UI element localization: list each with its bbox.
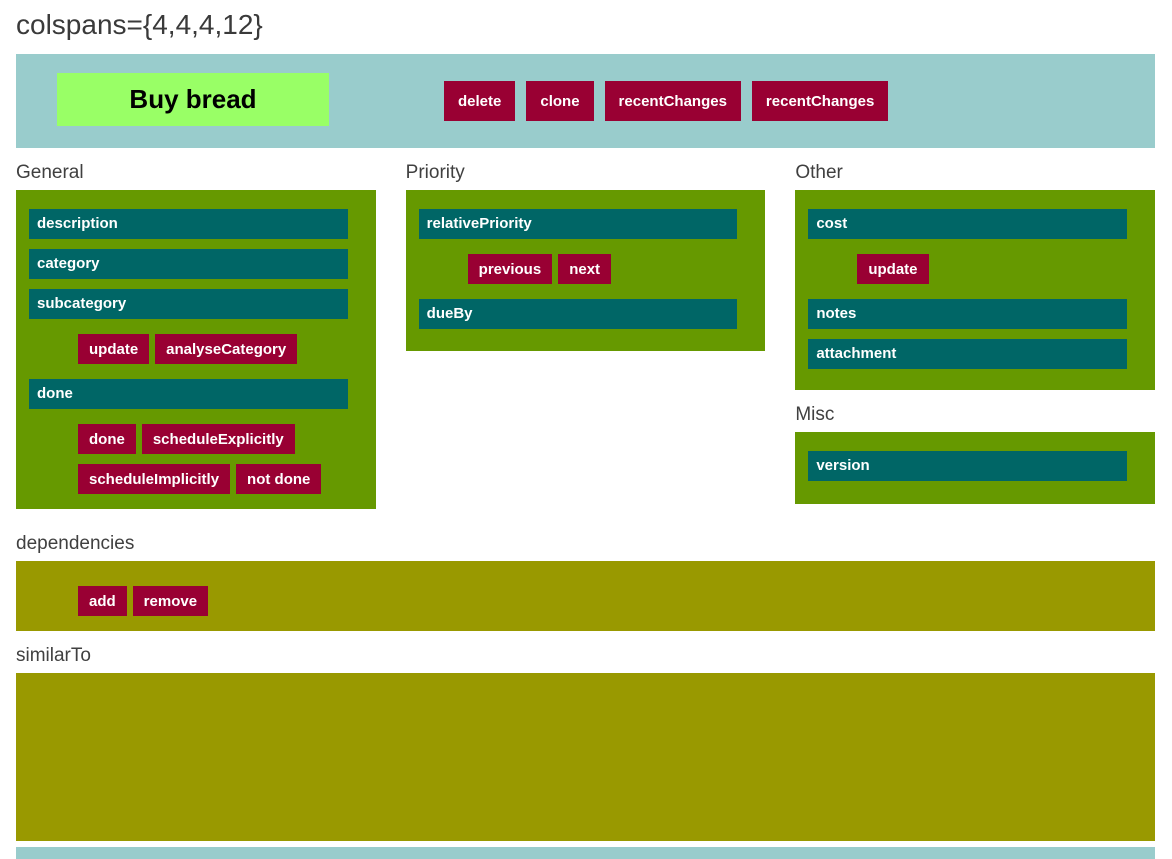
misc-label: Misc xyxy=(795,404,835,425)
dependencies-section: dependencies add remove xyxy=(16,534,1155,631)
next-button[interactable]: next xyxy=(558,254,612,284)
done-button-row: done scheduleExplicitly xyxy=(78,424,348,454)
recent-changes-button-2[interactable]: recentChanges xyxy=(751,81,889,121)
dependencies-panel: add remove xyxy=(16,561,1155,631)
recent-changes-button[interactable]: recentChanges xyxy=(604,81,741,121)
schedule-button-row: scheduleImplicitly not done xyxy=(78,464,348,494)
clone-button[interactable]: clone xyxy=(526,81,594,121)
delete-button[interactable]: delete xyxy=(444,81,516,121)
other-panel: cost update notes attachment xyxy=(795,190,1156,390)
next-section-header-strip xyxy=(16,847,1155,859)
update-button[interactable]: update xyxy=(78,334,150,364)
field-attachment[interactable]: attachment xyxy=(808,339,1128,369)
task-name-label: Buy bread xyxy=(129,84,257,114)
field-relative-priority[interactable]: relativePriority xyxy=(418,209,738,239)
similar-to-label: similarTo xyxy=(16,645,91,666)
column-priority: Priority relativePriority previous next … xyxy=(405,148,766,351)
task-name-box: Buy bread xyxy=(57,73,329,126)
add-button[interactable]: add xyxy=(78,586,127,616)
schedule-implicitly-button[interactable]: scheduleImplicitly xyxy=(78,464,231,494)
previous-button[interactable]: previous xyxy=(467,254,553,284)
misc-panel: version xyxy=(795,432,1156,504)
cost-button-row: update xyxy=(857,254,1127,284)
field-due-by[interactable]: dueBy xyxy=(418,299,738,329)
dependencies-label: dependencies xyxy=(16,533,135,554)
analyse-category-button[interactable]: analyseCategory xyxy=(155,334,298,364)
similar-to-panel xyxy=(16,673,1155,841)
priority-button-row: previous next xyxy=(467,254,738,284)
category-button-row: update analyseCategory xyxy=(78,334,348,364)
columns-row: General description category subcategory… xyxy=(16,148,1156,509)
field-done[interactable]: done xyxy=(29,379,348,409)
column-other: Other cost update notes attachment Misc … xyxy=(795,148,1156,504)
header-buttons: delete clone recentChanges recentChanges xyxy=(444,81,889,121)
schedule-explicitly-button[interactable]: scheduleExplicitly xyxy=(141,424,295,454)
field-notes[interactable]: notes xyxy=(808,299,1128,329)
field-description[interactable]: description xyxy=(29,209,348,239)
not-done-button[interactable]: not done xyxy=(236,464,322,494)
done-button[interactable]: done xyxy=(78,424,136,454)
update-cost-button[interactable]: update xyxy=(857,254,929,284)
dependencies-button-row: add remove xyxy=(78,586,1127,616)
other-label: Other xyxy=(795,162,843,183)
priority-label: Priority xyxy=(405,162,465,183)
general-panel: description category subcategory update … xyxy=(16,190,376,509)
priority-panel: relativePriority previous next dueBy xyxy=(405,190,766,351)
field-cost[interactable]: cost xyxy=(808,209,1128,239)
header-band: Buy bread delete clone recentChanges rec… xyxy=(16,54,1155,148)
field-version[interactable]: version xyxy=(808,451,1128,481)
similar-to-section: similarTo xyxy=(16,646,1155,841)
column-general: General description category subcategory… xyxy=(16,148,376,509)
field-subcategory[interactable]: subcategory xyxy=(29,289,348,319)
field-category[interactable]: category xyxy=(29,249,348,279)
general-label: General xyxy=(16,162,84,183)
page-title: colspans={4,4,4,12} xyxy=(16,9,263,40)
remove-button[interactable]: remove xyxy=(132,586,209,616)
